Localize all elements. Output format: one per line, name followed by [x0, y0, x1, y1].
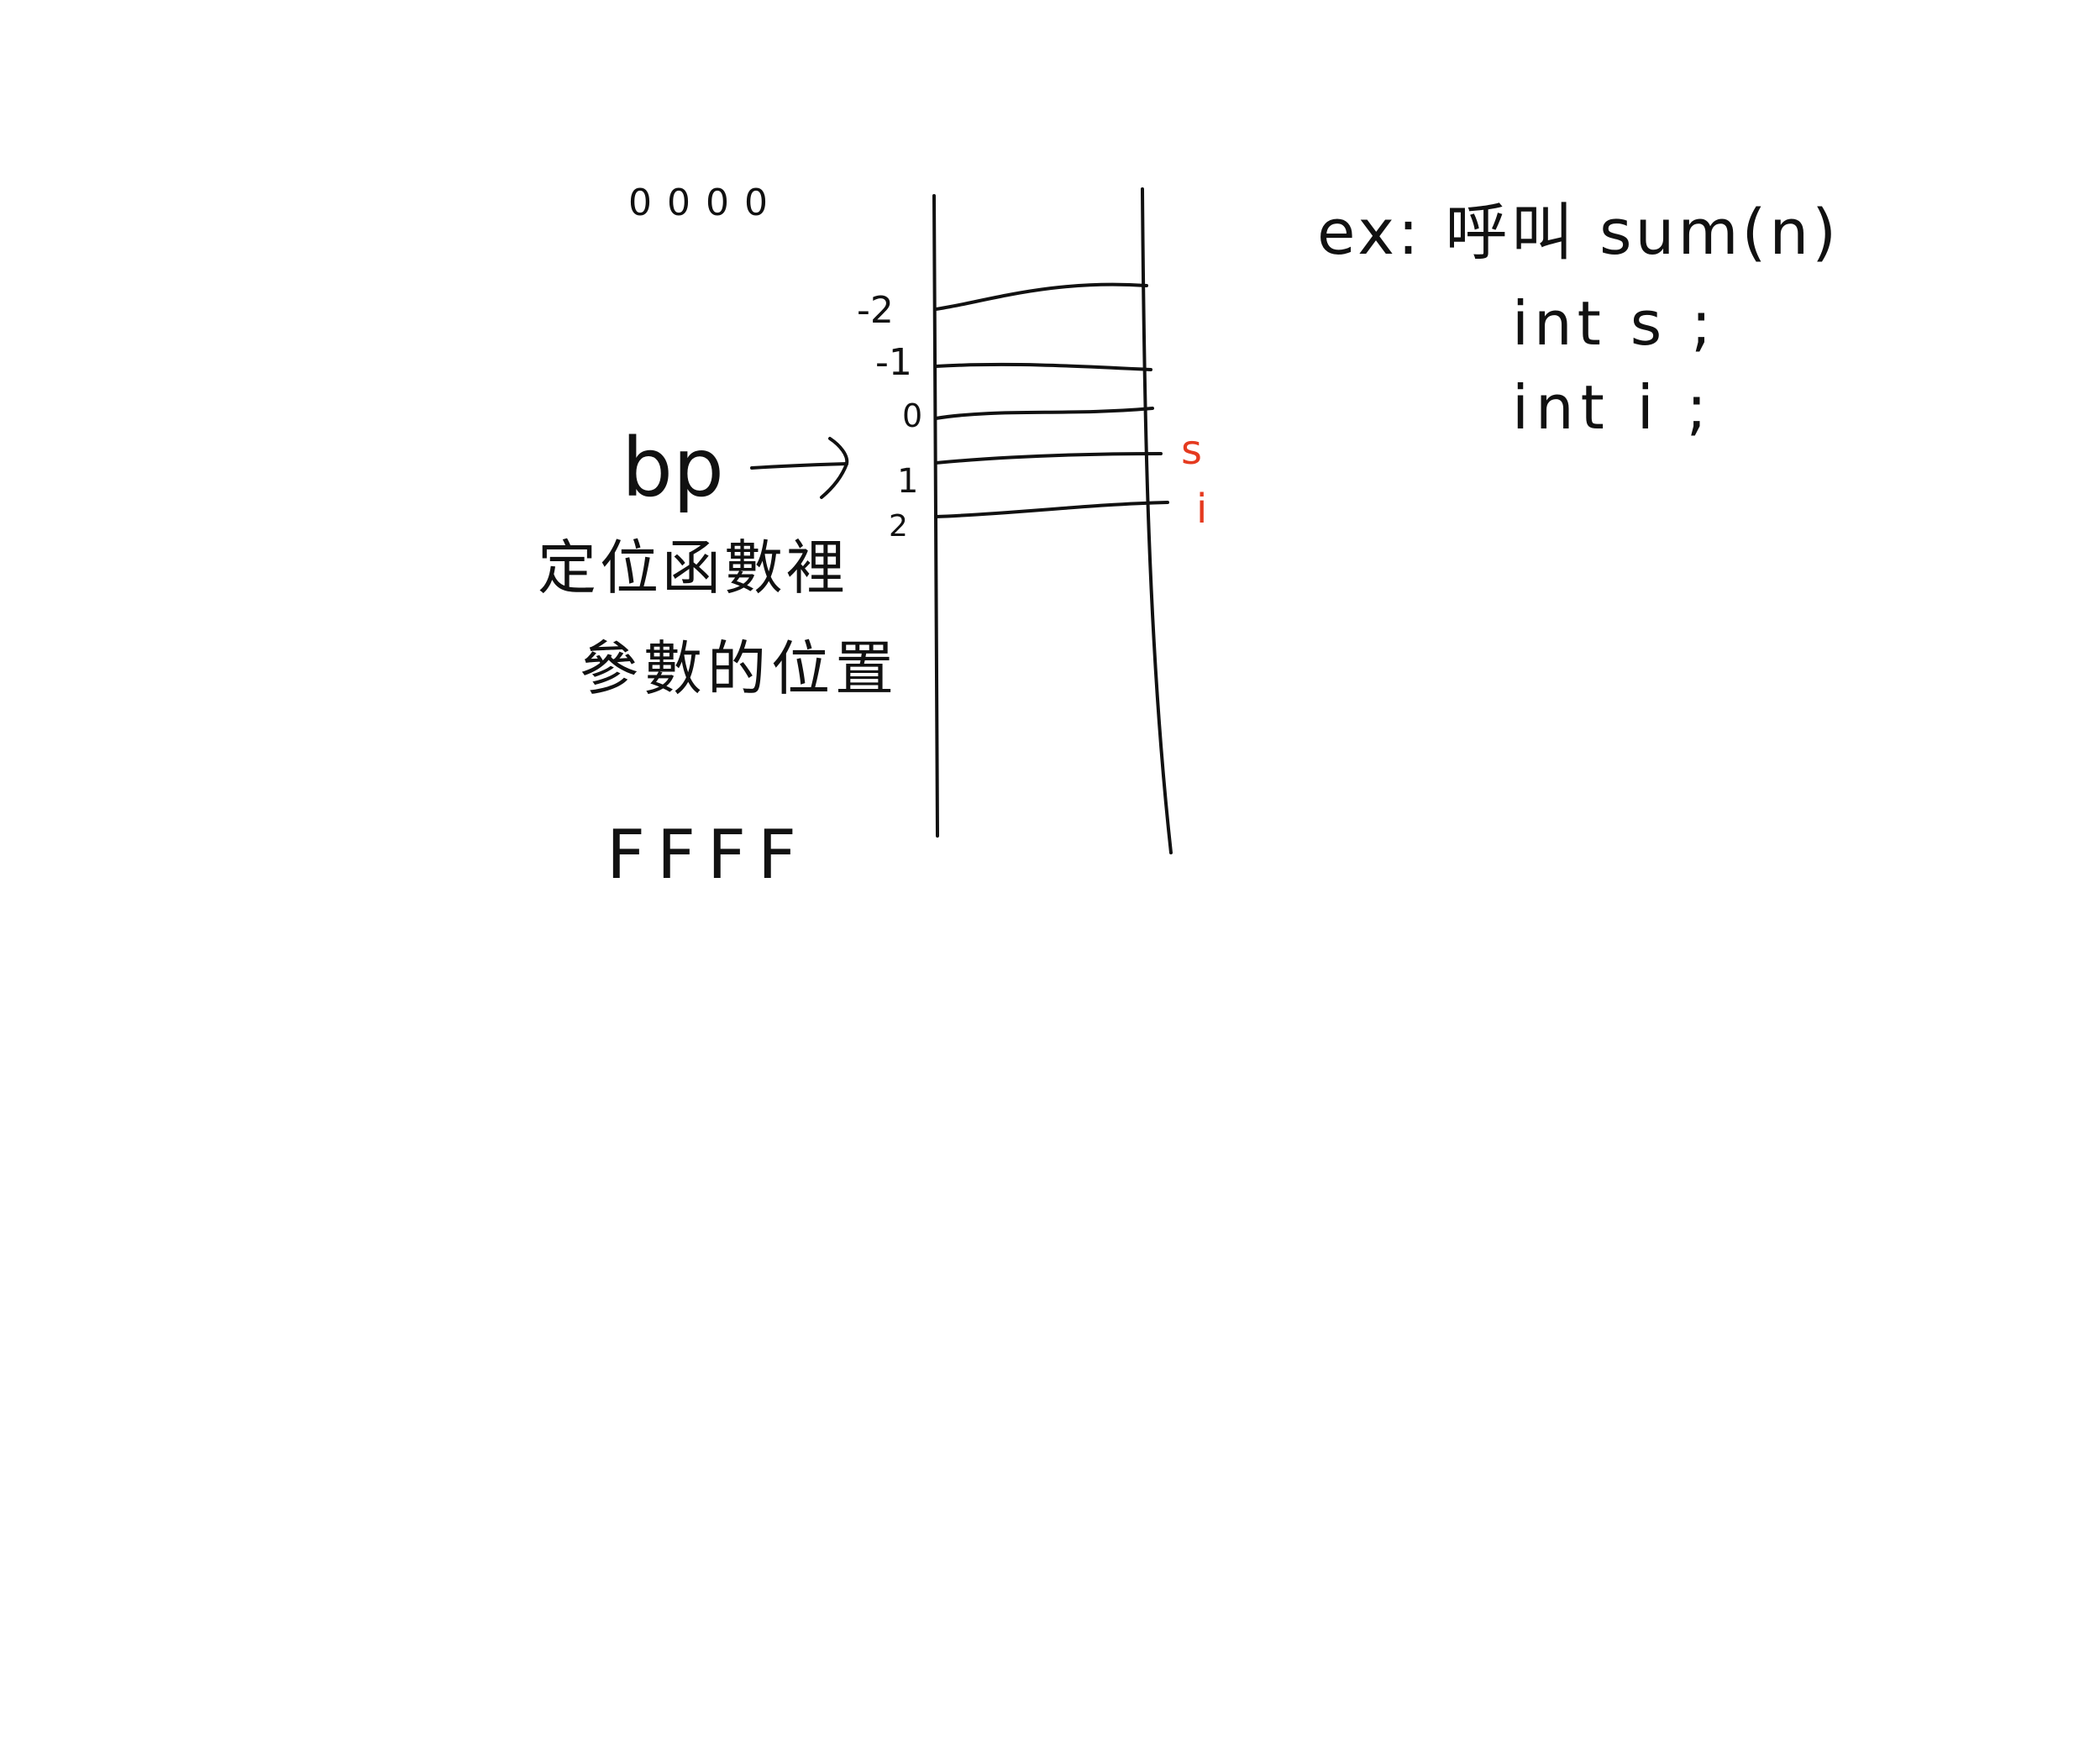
- address-top-label: 0000: [628, 181, 783, 224]
- bp-label: bp: [622, 421, 724, 515]
- stack-divider-minus-2: [934, 282, 1148, 311]
- example-line-1: ex: 呼叫 sum(n): [1317, 197, 1840, 269]
- offset-label: 0: [902, 397, 922, 434]
- stack-divider-0: [934, 407, 1154, 420]
- example-line-3: int i ;: [1512, 372, 1714, 443]
- stack-divider-2: [934, 501, 1169, 518]
- bp-arrow-shaft: [750, 462, 848, 470]
- stack-right-wall: [1141, 187, 1173, 854]
- note-line-2: 參數的位置: [580, 634, 899, 703]
- offset-label: -2: [857, 289, 894, 332]
- address-bottom-label: FFFF: [606, 816, 808, 894]
- offset-label: 2: [889, 509, 908, 544]
- offset-label: 1: [897, 462, 918, 501]
- stack-divider-1: [934, 452, 1163, 465]
- bp-arrow-head: [820, 437, 849, 499]
- slot-label-s: s: [1181, 427, 1202, 474]
- offset-label: -1: [875, 341, 912, 384]
- example-line-2: int s ;: [1512, 288, 1716, 359]
- note-line-1: 定位函數裡: [538, 533, 848, 602]
- stack-left-wall: [932, 194, 939, 838]
- stack-divider-minus-1: [934, 362, 1152, 371]
- slot-label-i: i: [1196, 486, 1207, 533]
